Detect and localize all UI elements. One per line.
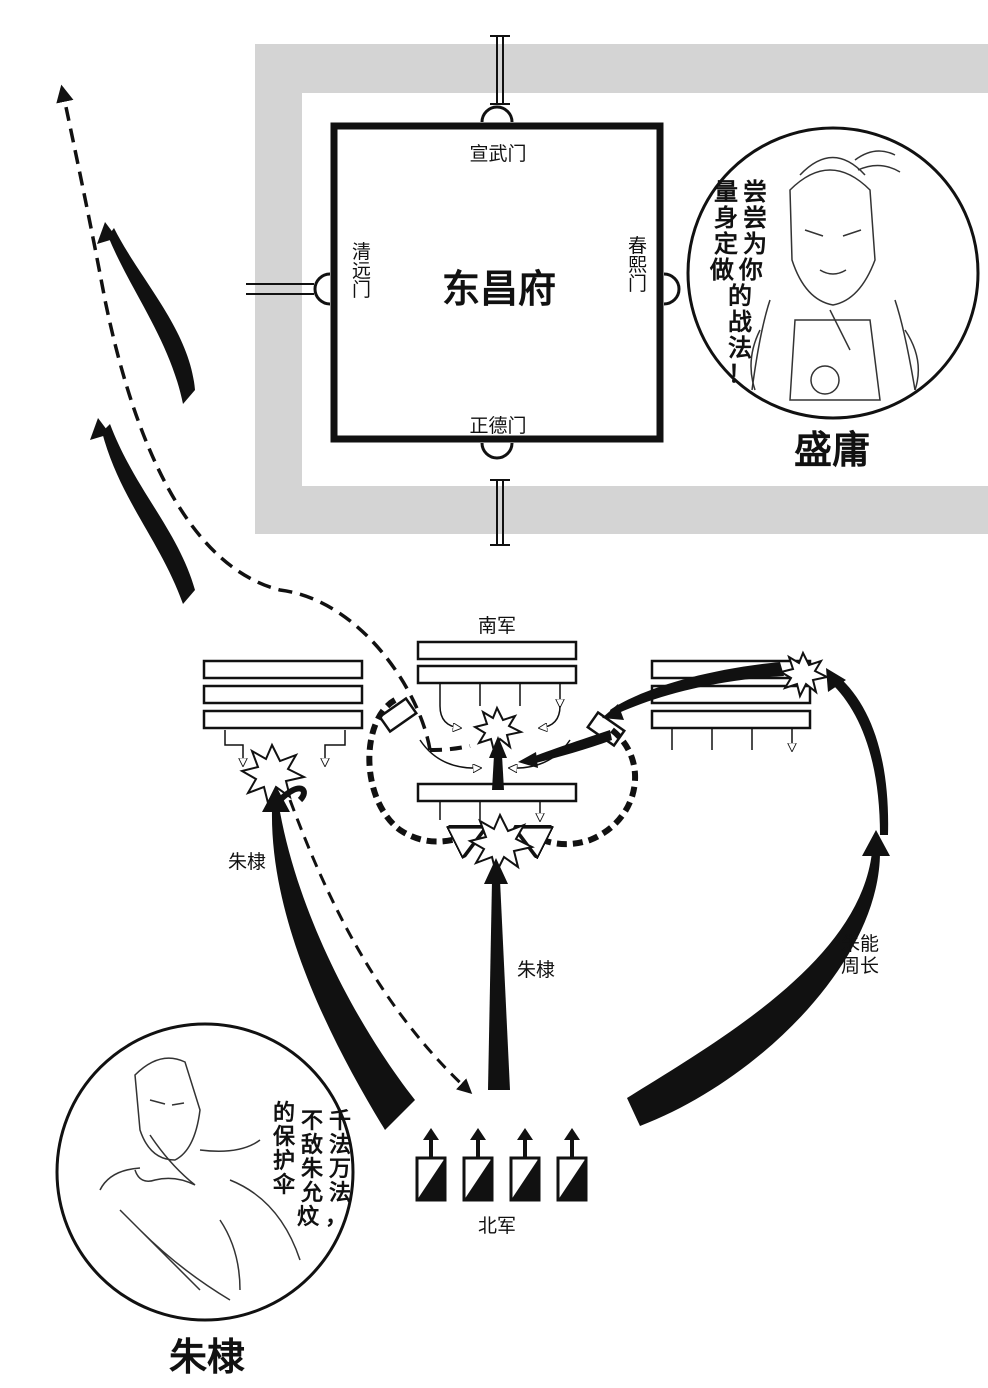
city-wall <box>330 122 664 443</box>
city-name: 东昌府 <box>442 267 556 311</box>
gate-south-label: 正德门 <box>469 415 526 437</box>
left-route-label: 朱棣 <box>228 851 266 873</box>
flank-dashed-arrows <box>366 697 638 844</box>
sheng-yong-speech: 尝尝为你 量身定做 的战法！ <box>709 177 771 388</box>
gate-west-label: 清远门 <box>349 241 371 298</box>
center-route-label: 朱棣 <box>517 959 555 981</box>
sheng-yong-name: 盛庸 <box>794 427 870 472</box>
north-army-units <box>415 1128 588 1202</box>
gate-west-bump <box>246 272 331 306</box>
south-army-label: 南军 <box>478 615 516 637</box>
north-army-label: 北军 <box>478 1215 516 1237</box>
dashed-retreat-route <box>56 84 432 751</box>
gate-north-label: 宣武门 <box>469 143 526 165</box>
dashed-advance-route <box>288 744 473 1095</box>
gate-north-bump <box>480 35 514 123</box>
zhu-di-portrait: 千法万法， 不敌朱允炆 的保护伞 朱棣 <box>55 1022 355 1379</box>
city-moat <box>255 44 988 534</box>
sheng-yong-portrait: 尝尝为你 量身定做 的战法！ 盛庸 <box>686 126 980 472</box>
retreat-arrows <box>56 84 432 751</box>
gate-south-bump <box>480 442 514 546</box>
gate-east-bump <box>663 272 681 306</box>
right-route-label: 朱能周长 <box>841 933 879 977</box>
zhu-di-name: 朱棣 <box>169 1334 245 1379</box>
zhu-di-speech: 千法万法， 不敌朱允炆 的保护伞 <box>272 1100 355 1230</box>
gate-east-label: 春熙门 <box>625 235 647 292</box>
south-army-formation <box>202 640 812 803</box>
north-army-attack-arrows <box>262 662 890 1130</box>
